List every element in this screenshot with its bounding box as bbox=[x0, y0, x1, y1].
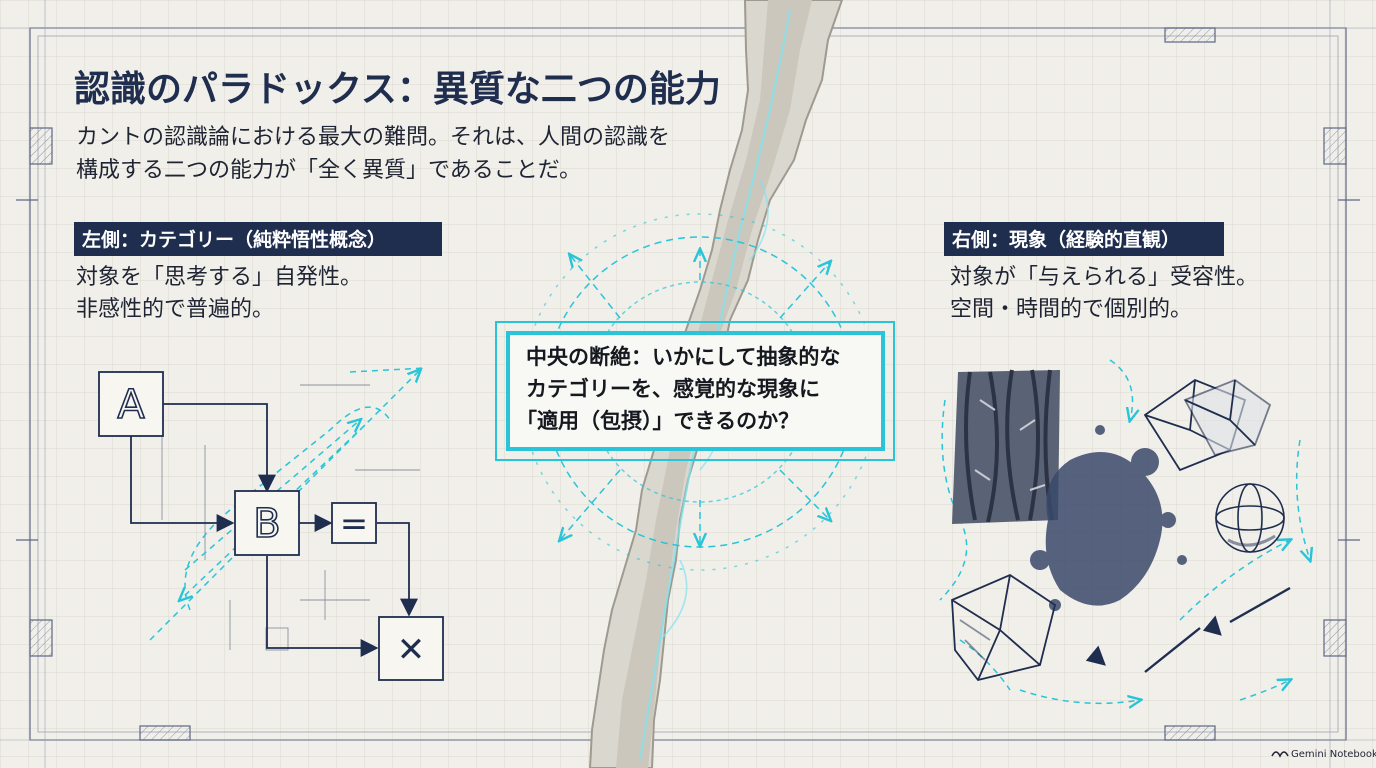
center-line-3: 「適用（包摂）」できるのか？ bbox=[516, 409, 799, 433]
left-heading-chip bbox=[74, 222, 442, 256]
center-callout: 中央の断絶：いかにして抽象的な カテゴリーを、感覚的な現象に 「適用（包摂）」で… bbox=[495, 321, 895, 461]
center-line-2: カテゴリーを、感覚的な現象に bbox=[526, 377, 820, 401]
intro-line-2: 構成する二つの能力が「全く異質」であることだ。 bbox=[76, 158, 581, 183]
footer-brand-label: Gemini Notebook bbox=[1291, 749, 1376, 760]
intro-line-1: カントの認識論における最大の難問。それは、人間の認識を bbox=[76, 125, 670, 150]
left-line-1: 対象を「思考する」自発性。 bbox=[76, 265, 362, 290]
right-heading-chip bbox=[944, 222, 1224, 256]
right-line-2: 空間・時間的で個別的。 bbox=[950, 297, 1192, 322]
right-heading: 右側：現象（経験的直観） bbox=[951, 228, 1180, 251]
center-line-1: 中央の断絶：いかにして抽象的な bbox=[526, 345, 840, 369]
tree-bark-sketch bbox=[952, 369, 1060, 524]
left-line-2: 非感性的で普遍的。 bbox=[76, 297, 274, 322]
node-a: A bbox=[117, 382, 145, 428]
cube-sketch-bottom bbox=[951, 573, 1057, 682]
sphere-sketch bbox=[1215, 483, 1285, 553]
node-equals-box bbox=[331, 502, 377, 544]
phenomena-sketches bbox=[939, 359, 1310, 703]
node-a-box bbox=[98, 371, 164, 437]
node-x: ✕ bbox=[397, 630, 426, 670]
gemini-logo-icon bbox=[1271, 751, 1289, 758]
pencil-strokes bbox=[1085, 586, 1291, 673]
node-equals: = bbox=[340, 504, 369, 544]
logic-flow-diagram: A B = ✕ bbox=[98, 368, 444, 681]
node-x-box bbox=[378, 616, 444, 681]
connector-arrows bbox=[130, 403, 418, 657]
node-b: B bbox=[253, 501, 280, 547]
left-heading: 左側：カテゴリー（純粋悟性概念） bbox=[82, 228, 386, 251]
cube-sketch-top bbox=[1143, 378, 1272, 472]
ink-splash-sketch bbox=[1030, 425, 1187, 611]
node-b-box bbox=[234, 490, 300, 556]
footer-brand: Gemini Notebook bbox=[1271, 749, 1376, 760]
page-title: 認識のパラドックス：異質な二つの能力 bbox=[74, 69, 721, 110]
right-line-1: 対象が「与えられる」受容性。 bbox=[950, 265, 1258, 290]
center-callout-glow bbox=[495, 321, 895, 461]
faint-guide-lines bbox=[161, 384, 420, 651]
center-callout-box bbox=[506, 331, 885, 451]
